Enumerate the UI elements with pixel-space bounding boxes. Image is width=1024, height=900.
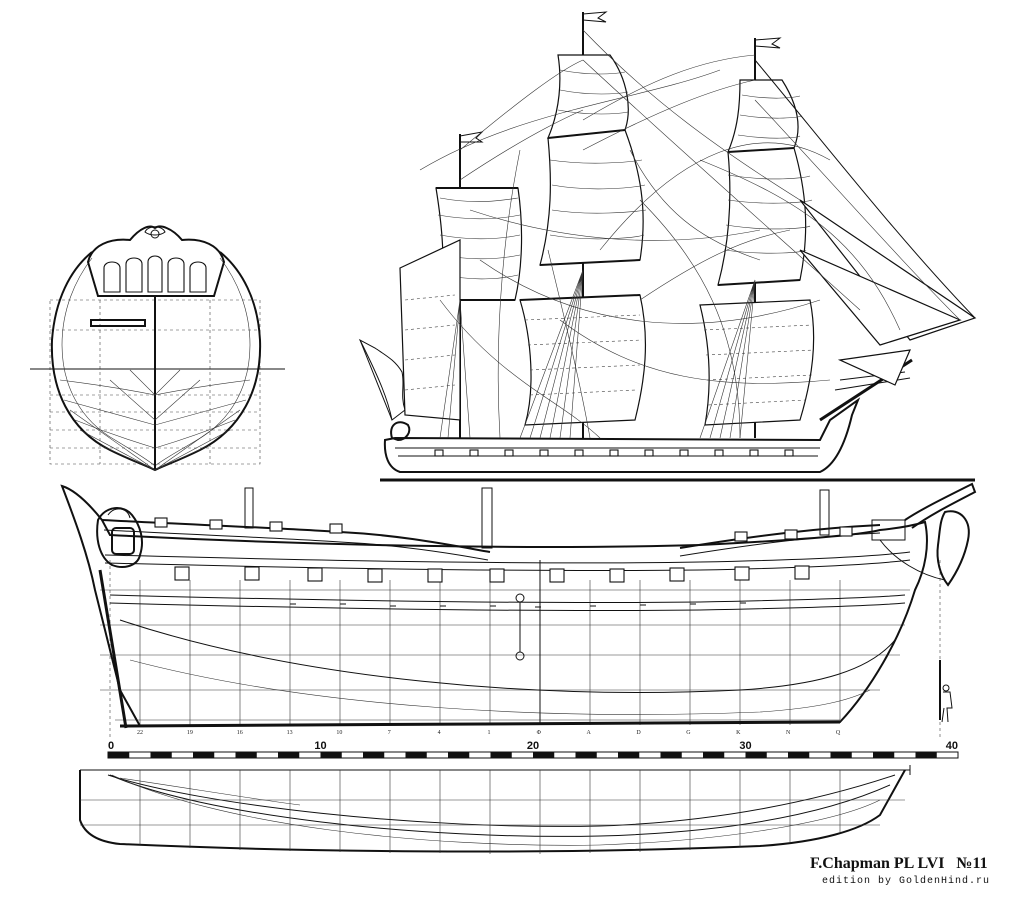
station-label: Q [836,730,841,736]
station-label: 1 [488,730,491,736]
mizzen-stump [244,487,254,529]
gun-ports [174,565,810,583]
station-label: 10 [336,730,342,736]
station-label: 19 [187,730,193,736]
fore-pennant [754,37,782,49]
sail-plan-hull [383,397,861,473]
scale-label: 10 [314,740,326,752]
sheer-grid [100,560,941,740]
station-label: N [786,730,791,736]
scale-label: 30 [739,740,751,752]
plate-credit: edition by GoldenHind.ru [822,876,991,887]
station-label: 22 [137,730,143,736]
plate-title: F.Chapman PL LVI №11 [810,855,988,872]
mizzen-pennant [459,131,484,143]
station-labels: 22 19 16 13 10 7 4 1 Φ A D G K N Q [137,730,841,736]
sheer-plan: 22 19 16 13 10 7 4 1 Φ A D G K N Q [60,482,977,740]
keel [119,720,841,728]
half-breadth-plan [79,765,911,854]
main-stump [481,487,493,549]
sail-plan-gunports [434,449,794,457]
scale-bar: 0 10 20 30 40 [107,740,959,759]
half-breadth-outline [79,769,906,853]
main-pennant [582,11,608,23]
station-label: 16 [237,730,243,736]
station-label: 4 [438,730,441,736]
bow-figurehead [871,482,977,587]
upper-windows [154,517,853,542]
stern-windows [103,255,207,293]
sheer-hull-outline [60,484,928,728]
station-label: A [587,730,592,736]
ensign-flag [358,338,406,421]
half-breadth-grid [80,770,905,854]
station-label: D [636,730,641,736]
sail-plan [358,11,977,482]
scale-label: 20 [527,740,539,752]
station-label: K [736,730,741,736]
scale-label: 40 [946,740,958,752]
station-label: Φ [537,730,542,736]
fore-sails [699,79,815,426]
fore-stump [819,489,830,536]
scale-labels: 0 10 20 30 40 [108,740,958,752]
headsails [799,199,977,386]
stern-transom [86,225,226,297]
station-label: G [686,730,691,736]
station-label: 7 [388,730,391,736]
human-scale-figure [939,660,953,723]
stern-post [98,569,128,729]
stern-body-view [30,225,285,472]
rigging [419,29,976,439]
stern-carving [96,507,143,568]
mizzen-sails [399,187,523,421]
scale-label: 0 [108,740,114,752]
station-label: 13 [287,730,293,736]
